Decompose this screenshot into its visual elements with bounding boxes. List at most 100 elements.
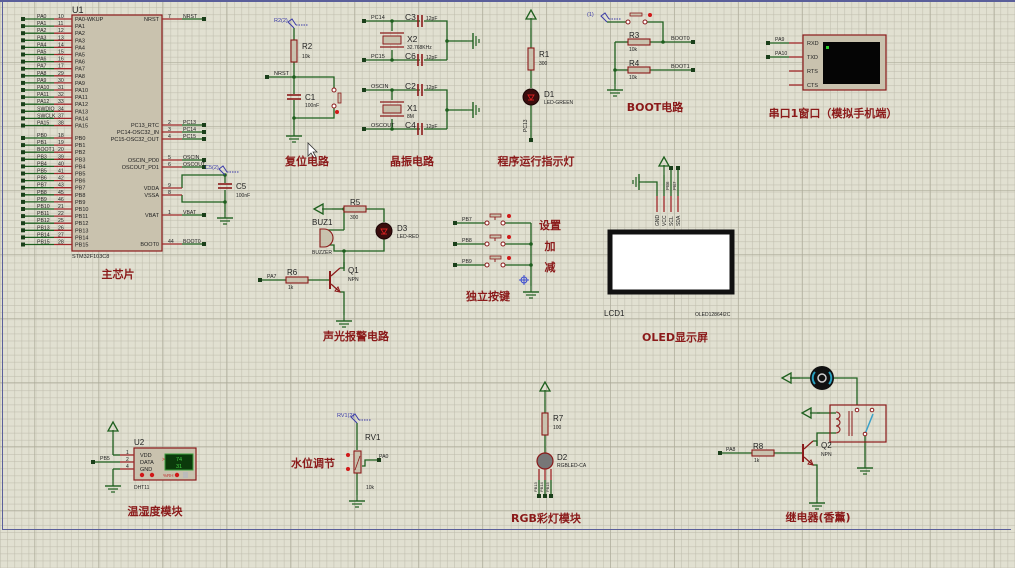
reset-button [331,87,337,93]
ground-symbol [335,314,353,328]
mcu-net-label: OSCIN [183,155,200,161]
mcu-net-label: PB13 [37,225,50,231]
cap-ref: C4 [405,120,416,130]
net-terminal [362,58,366,62]
wire [366,208,385,222]
mcu-pin-number: 33 [58,99,64,105]
power-symbol [107,421,119,441]
reset-button-indicator[interactable] [335,110,339,114]
net-terminal [718,451,722,455]
mcu-pin-name: PA11 [75,95,88,101]
mcu-pin-number: 43 [58,183,64,189]
mcu-net-label: BOOT1 [37,147,55,153]
dht11-unit-toggle[interactable] [174,472,180,478]
mcu-pin-name: PA7 [75,67,85,73]
relay[interactable] [829,404,887,443]
key-button-1 [500,220,506,226]
mcu-net-label: PB9 [37,197,47,203]
fan-motor [828,371,833,385]
net-terminal [669,166,673,170]
net-terminal [377,458,381,462]
rgb-led-d2[interactable] [536,452,554,470]
net-terminal [691,68,695,72]
dht11-part: DHT11 [134,485,150,491]
net-terminal [21,221,25,226]
wire [340,262,345,269]
wire [293,108,335,130]
button-state-indicator[interactable] [507,256,511,260]
dht11-arrow: > [162,457,165,463]
ground-symbol [466,101,480,119]
button-state-indicator[interactable] [507,214,511,218]
crystal-ref: X1 [407,103,418,113]
mcu-pin-number: 3 [168,127,171,133]
mcu-pin-number: 21 [58,204,64,210]
d2-ref: D2 [557,453,568,462]
d1-value: LED-GREEN [544,100,574,106]
net-terminal [362,88,366,92]
transistor-q1 [330,267,341,277]
key-net-label: PB8 [462,238,472,244]
mcu-net-label: PC13 [183,120,196,126]
mcu-body[interactable] [71,14,163,252]
crystal-x2[interactable] [382,35,402,45]
mcu-net-label: PA4 [37,42,47,48]
dht11-button-down[interactable] [139,472,145,478]
rv1-ref: RV1 [365,433,381,442]
dht11-button-up[interactable] [149,472,155,478]
oled-display[interactable] [607,229,735,295]
r2-probe[interactable] [287,18,297,29]
mcu-pin-number: 44 [168,239,174,245]
boot-button-indicator[interactable] [648,13,652,17]
boot-probe[interactable] [600,12,610,23]
mcu-pin-number: 25 [58,218,64,224]
net-terminal [21,150,25,155]
reset-button[interactable] [337,92,342,104]
mcu-pin-number: 15 [58,50,64,56]
net-terminal [691,40,695,44]
terminal-cursor [826,46,829,49]
crystal-x1[interactable] [382,104,402,114]
virtual-terminal-screen[interactable] [823,42,880,84]
dht11-pin-name: VDD [140,453,152,459]
mcu-pin-number: 20 [58,147,64,153]
r3-ref: R3 [629,31,640,40]
wire [267,76,335,90]
wires-layer [21,17,866,498]
dht11-humidity-readout: 74 [176,457,182,463]
wire [340,291,345,315]
mcu-pin-name: PB14 [75,235,88,241]
resistor-r7 [541,412,549,436]
wire [813,464,818,497]
mcu-net-label: PB3 [37,154,47,160]
net-terminal [21,242,25,247]
rv1-increase[interactable] [346,453,350,457]
section-title-boot: BOOT电路 [627,100,685,114]
net-terminal [21,157,25,162]
mcu-net-label: VBAT [183,210,197,216]
mcu-pin-name: PB3 [75,157,85,163]
mcu-pin-name: VSSA [144,193,159,199]
rv1-probe[interactable] [350,413,360,424]
rv1-decrease[interactable] [346,467,350,471]
boot-button[interactable] [629,12,643,17]
mcu-pin-number: 18 [58,133,64,139]
c5-probe[interactable] [218,165,228,176]
mcu-pin-number: 31 [58,85,64,91]
mcu-pin-number: 16 [58,57,64,63]
mcu-part: STM32F103C8 [72,254,109,260]
mcu-net-label: SWDIO [37,106,55,112]
mcu-pin-number: 10 [58,14,64,20]
net-terminal [676,166,680,170]
net-terminal [21,199,25,204]
net-terminal [202,130,206,134]
net-terminal [453,263,457,267]
mcu-pin-name: PB6 [75,179,85,185]
button-state-indicator[interactable] [507,235,511,239]
mcu-pin-name: PA8 [75,74,85,80]
oled-part: OLED12864I2C [695,312,731,318]
buzzer[interactable] [319,228,334,248]
key-label-1: 设置 [539,218,561,232]
